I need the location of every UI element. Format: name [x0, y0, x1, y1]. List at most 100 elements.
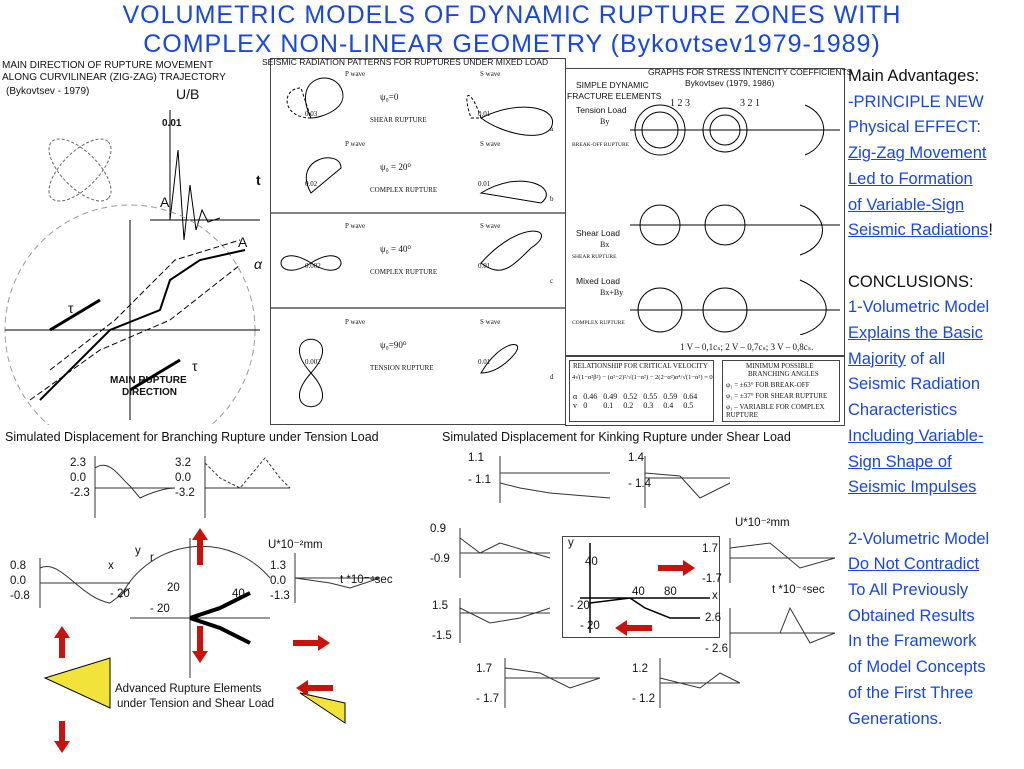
rupture-type-label: SHEAR RUPTURE: [370, 116, 427, 124]
tau-label-2: τ: [192, 358, 198, 374]
alpha-value: 0.64: [683, 392, 698, 401]
conclusion-line: 2-Volumetric Model: [848, 529, 990, 548]
axis-value: 0.9: [430, 523, 446, 535]
s-value: 0.01: [478, 110, 491, 118]
elements-heading-2: FRACTURE ELEMENTS: [567, 91, 662, 101]
velocity-legend: 1 V – 0,1cₛ; 2 V – 0,7cₛ; 3 V – 0,8cₛ.: [680, 342, 814, 352]
axis-value: 0.8: [10, 560, 26, 572]
p-value: 0.03: [305, 110, 318, 118]
axis-label: x: [712, 590, 718, 602]
axis-value: -1.5: [432, 630, 452, 642]
load-force: Bx: [600, 240, 610, 249]
p-wave-label: P wave: [345, 222, 366, 230]
p-value: 0.002: [305, 262, 321, 270]
axis-value: 1.7: [702, 543, 718, 555]
p-value: 0.02: [305, 180, 318, 188]
zigzag-rupture-diagram: [4, 110, 260, 425]
axis-label: - 20: [110, 588, 130, 600]
velocity-equation: 4√(1−α²β²) − (α²−2)²/√(1−α²) − 2(2−α²)α⁴…: [572, 374, 713, 381]
psi-label: ψ₀ = 40⁰: [380, 244, 411, 254]
rupture-label: COMPLEX RUPTURE: [572, 320, 625, 326]
axis-value: 2.6: [705, 612, 721, 624]
bottom-right-caption: Simulated Displacement for Kinking Ruptu…: [442, 430, 791, 444]
branching-angles-box: [722, 360, 840, 422]
axis-value: - 1.7: [476, 693, 500, 705]
conclusion-line: Seismic Radiation: [848, 375, 981, 394]
v-value: 0: [583, 401, 588, 410]
psi-label: ψ₀ = 20⁰: [380, 162, 411, 172]
radiation-patterns: [271, 77, 565, 408]
seismic-heading: SEISMIC RADIATION PATTERNS FOR RUPTURES …: [262, 57, 549, 67]
elements-caption-2: under Tension and Shear Load: [117, 698, 275, 710]
s-value: 0.01: [478, 358, 491, 366]
row-letter: a: [550, 125, 554, 133]
tick-label: 0.01: [162, 118, 182, 129]
axis-value: 0.0: [70, 472, 86, 484]
axis-value: 3.2: [175, 457, 191, 469]
conclusion-line: Characteristics: [848, 401, 958, 420]
curve-label-1: 1 2 3: [670, 98, 690, 109]
axis-label: r: [150, 552, 154, 564]
axis-value: -0.9: [430, 553, 450, 565]
s-wave-label: S wave: [480, 222, 501, 230]
alpha-value: 0.46: [583, 392, 598, 401]
axis-value: 0.0: [175, 472, 191, 484]
stress-intensity-panel: [565, 68, 845, 356]
exclamation: !: [988, 221, 993, 240]
advantage-line: Zig-Zag Movement: [848, 144, 987, 163]
kinking-diagram-box: [562, 536, 720, 638]
ub-label: U/B: [176, 86, 200, 102]
alpha-value: 0.55: [643, 392, 658, 401]
p-value: 0.002: [305, 358, 321, 366]
axis-value: -0.8: [10, 590, 30, 602]
rupture-type-label: COMPLEX RUPTURE: [370, 186, 438, 194]
s-value: 0.01: [478, 262, 491, 270]
v-value: 0.2: [623, 401, 634, 410]
alpha-value: 0.49: [603, 392, 618, 401]
v-header: v: [573, 401, 577, 410]
conclusion-line: Obtained Results: [848, 606, 975, 625]
a-label-1: A: [160, 194, 170, 210]
v-value: 0.5: [683, 401, 694, 410]
conclusion-line: Generations.: [848, 709, 943, 728]
t-label: t: [256, 172, 261, 188]
unit-u: U*10⁻²mm: [268, 539, 323, 551]
axis-value: -1.7: [702, 573, 722, 585]
advantage-line: -PRINCIPLE NEW: [848, 92, 984, 111]
conclusion-line: In the Framework: [848, 632, 977, 651]
bottom-left-caption: Simulated Displacement for Branching Rup…: [5, 430, 379, 444]
axis-label: x: [108, 560, 114, 572]
stress-curves: [630, 104, 840, 335]
axis-label: - 20: [150, 603, 170, 615]
a-label-2: A: [238, 234, 248, 250]
s-wave-label: S wave: [480, 140, 501, 148]
conclusion-line: Do Not Contradict: [848, 555, 980, 574]
conclusions-heading: CONCLUSIONS:: [848, 272, 974, 291]
axis-label: y: [568, 537, 574, 549]
axis-value: 1.2: [632, 663, 648, 675]
v-value: 0.4: [663, 401, 674, 410]
alpha-header: α: [573, 392, 578, 401]
s-wave-label: S wave: [480, 318, 501, 326]
axis-label: - 20: [580, 620, 600, 632]
left-heading-1: MAIN DIRECTION OF RUPTURE MOVEMENT: [2, 60, 214, 71]
row-letter: c: [550, 277, 554, 285]
rupture-type-label: COMPLEX RUPTURE: [370, 268, 438, 276]
psi-label: ψ₀=0: [380, 92, 399, 102]
axis-value: 2.3: [70, 457, 86, 469]
stress-heading: GRAPHS FOR STRESS INTENCITY COEFFICIENTS: [648, 67, 853, 77]
alpha-value: 0.52: [623, 392, 638, 401]
v-value: 0.1: [603, 401, 614, 410]
axis-label: 40: [232, 588, 245, 600]
direction-label-1: MAIN RUPTURE: [110, 375, 187, 386]
conclusion-line: of Model Concepts: [848, 658, 986, 677]
title-line-2: COMPLEX NON-LINEAR GEOMETRY (Bykovtsev19…: [143, 30, 881, 58]
axis-value: 1.1: [468, 452, 484, 464]
title-line-1: VOLUMETRIC MODELS OF DYNAMIC RUPTURE ZON…: [122, 1, 902, 29]
right-column: Main Advantages: -PRINCIPLE NEW Physical…: [848, 64, 1024, 732]
axis-value: - 2.6: [705, 643, 729, 655]
axis-value: 1.7: [476, 663, 492, 675]
conclusion-line: Explains the Basic: [848, 324, 983, 343]
axis-value: - 1.4: [628, 478, 652, 490]
rupture-label: SHEAR RUPTURE: [572, 254, 617, 260]
